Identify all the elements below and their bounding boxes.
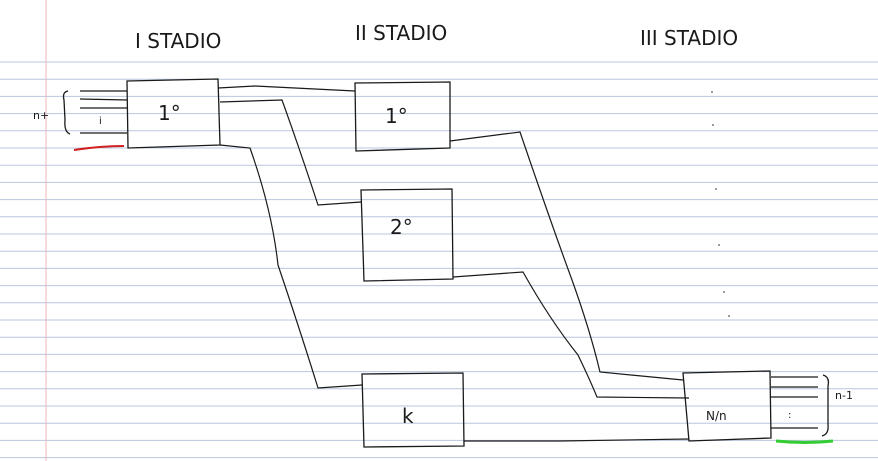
right-output-index: : xyxy=(788,410,791,421)
output-lines xyxy=(771,374,830,437)
wire-s1-to-s2a xyxy=(217,85,356,92)
notebook-rules xyxy=(0,61,878,459)
input-lines xyxy=(62,90,128,135)
wire-sk-to-s3 xyxy=(464,438,690,442)
stage1-heading: I STADIO xyxy=(135,29,221,53)
left-input-label: n+ xyxy=(33,109,49,122)
stage2-switch-2-label: 2° xyxy=(390,215,413,239)
stage2-switch-2-box xyxy=(360,188,454,282)
right-output-label: n-1 xyxy=(835,389,853,402)
output-brace xyxy=(821,374,830,437)
stage2-switch-k-box xyxy=(361,372,465,448)
wire-s1-to-s2b xyxy=(219,99,362,206)
stage1-switch-label: 1° xyxy=(158,101,181,125)
stage2-switch-k-label: k xyxy=(402,404,414,428)
stage3-switch-box xyxy=(682,370,772,442)
input-brace xyxy=(62,90,71,135)
interconnect-wires xyxy=(217,85,690,442)
stage3-heading: III STADIO xyxy=(640,26,738,50)
ellipsis-dots xyxy=(711,91,730,317)
red-underline xyxy=(73,145,125,151)
stage2-heading: II STADIO xyxy=(355,21,447,45)
wire-s2b-to-s3 xyxy=(452,271,690,399)
green-underline xyxy=(775,439,834,444)
stage2-switch-1-box xyxy=(354,81,451,152)
stage3-switch-label: N/n xyxy=(706,409,727,423)
stage2-switch-1-label: 1° xyxy=(385,104,408,128)
wire-s2a-to-s3 xyxy=(449,131,684,381)
wire-s1-to-sk xyxy=(219,144,363,389)
left-input-index: i xyxy=(99,116,102,127)
